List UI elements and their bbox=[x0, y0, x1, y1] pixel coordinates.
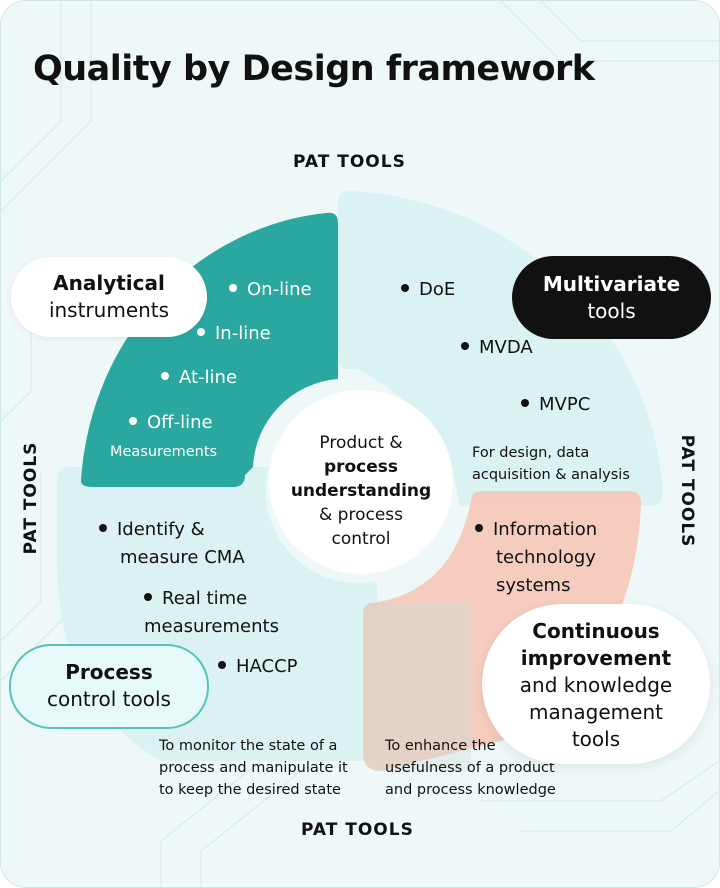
pat-tools-left: PAT TOOLS bbox=[21, 441, 41, 555]
center-text: Product & process understanding & proces… bbox=[290, 433, 432, 549]
page-title: Quality by Design framework bbox=[33, 49, 595, 89]
multivariate-item-mvpc: MVPC bbox=[521, 394, 590, 415]
pat-tools-right: PAT TOOLS bbox=[677, 434, 697, 548]
multivariate-item-mvda: MVDA bbox=[461, 337, 533, 358]
multivariate-item-doe: DoE bbox=[401, 279, 455, 300]
continuous-item-it: Information technology systems bbox=[475, 516, 597, 600]
pat-tools-bottom: PAT TOOLS bbox=[301, 820, 414, 840]
process-item-haccp: HACCP bbox=[218, 656, 298, 677]
multivariate-tools-pill: Multivariate tools bbox=[512, 256, 711, 339]
analytical-item-atline: At-line bbox=[161, 367, 237, 388]
process-item-realtime: Real time measurements bbox=[144, 588, 279, 637]
process-note: To monitor the state of a process and ma… bbox=[159, 738, 348, 798]
analytical-instruments-pill: Analytical instruments bbox=[11, 257, 207, 337]
analytical-item-online: On-line bbox=[229, 279, 312, 300]
pat-tools-top: PAT TOOLS bbox=[293, 152, 406, 172]
analytical-item-inline: In-line bbox=[197, 323, 271, 344]
analytical-item-offline: Off-line bbox=[129, 412, 213, 433]
multivariate-note: For design, data acquisition & analysis bbox=[472, 445, 630, 483]
continuous-note: To enhance the usefulness of a product a… bbox=[385, 738, 556, 798]
continuous-improvement-pill: Continuous improvement and knowledge man… bbox=[482, 604, 710, 764]
measurements-label: Measurements bbox=[110, 444, 218, 460]
process-control-tools-pill: Process control tools bbox=[9, 644, 209, 729]
process-item-identify: Identify & measure CMA bbox=[99, 516, 245, 572]
